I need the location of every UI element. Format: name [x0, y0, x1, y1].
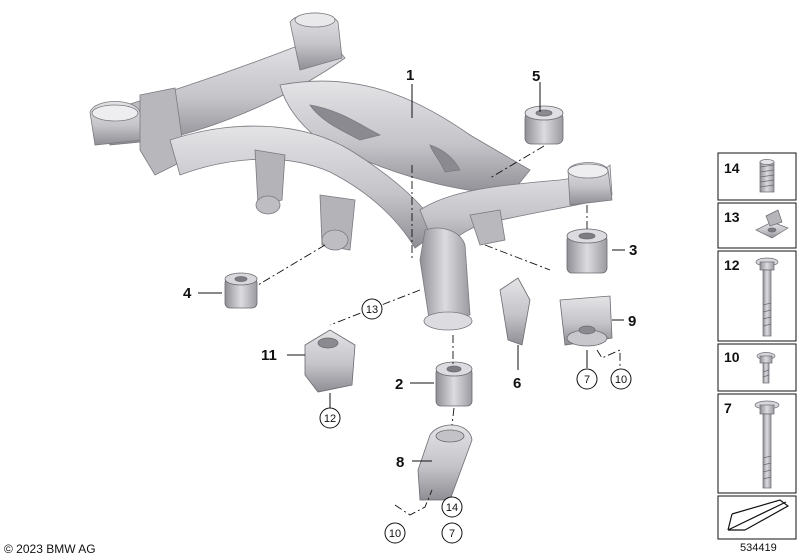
ref-circle-13	[361, 298, 383, 320]
svg-text:12: 12	[324, 413, 336, 425]
panel-box-7	[717, 393, 797, 494]
panel-box-13	[717, 202, 797, 249]
clip-nut-icon	[755, 209, 789, 239]
ref-circle-14	[441, 496, 463, 518]
panel-label-12: 12	[724, 257, 740, 273]
panel-label-14: 14	[724, 160, 740, 176]
panel-label-7: 7	[724, 400, 732, 416]
ref-circle-10-lower	[384, 522, 406, 544]
svg-text:7: 7	[584, 374, 590, 386]
svg-text:14: 14	[446, 502, 458, 514]
ref-circle-7-upper	[576, 368, 598, 390]
callout-5: 5	[532, 68, 540, 85]
svg-text:10: 10	[389, 528, 401, 540]
ref-circle-7-lower	[441, 522, 463, 544]
svg-text:13: 13	[366, 304, 378, 316]
callout-1: 1	[406, 67, 414, 84]
part-11-mount	[304, 329, 356, 393]
callout-6: 6	[513, 375, 521, 392]
svg-text:7: 7	[449, 528, 455, 540]
ref-circle-12	[319, 407, 341, 429]
part-5-bushing	[524, 105, 564, 145]
part-4-bushing	[224, 272, 258, 309]
panel-box-14	[717, 152, 797, 201]
svg-text:10: 10	[615, 374, 627, 386]
callout-11: 11	[261, 347, 277, 364]
panel-box-10	[717, 343, 797, 392]
arrow-symbol-icon	[727, 499, 790, 531]
panel-label-10: 10	[724, 349, 740, 365]
fastener-panel: 14 13 12 10 7	[717, 152, 797, 540]
part-3-bushing	[566, 228, 608, 274]
callout-9: 9	[628, 313, 636, 330]
callout-3: 3	[629, 242, 637, 259]
flange-bolt-icon	[754, 400, 780, 489]
diagram-number: 534419	[740, 542, 777, 554]
reference-circles	[319, 298, 632, 544]
part-6-bracket	[499, 277, 531, 346]
reference-circle-labels: 13 12 7 10 14 10 7	[324, 304, 627, 540]
part-8-plate	[417, 424, 473, 501]
short-bolt-icon	[756, 352, 776, 384]
part-9-mount	[559, 295, 613, 347]
callout-8: 8	[396, 454, 404, 471]
rear-axle-subframe	[89, 12, 613, 331]
panel-label-13: 13	[724, 209, 740, 225]
ref-circle-10-upper	[610, 368, 632, 390]
copyright-text: © 2023 BMW AG	[4, 542, 96, 556]
callout-2: 2	[395, 376, 403, 393]
threaded-insert-icon	[759, 159, 775, 193]
part-2-bushing	[435, 361, 473, 407]
callout-4: 4	[183, 285, 192, 302]
panel-box-12	[717, 250, 797, 342]
long-bolt-icon	[755, 257, 779, 337]
callout-labels: 1 5 3 4 9 6 11 2 8	[183, 67, 637, 471]
